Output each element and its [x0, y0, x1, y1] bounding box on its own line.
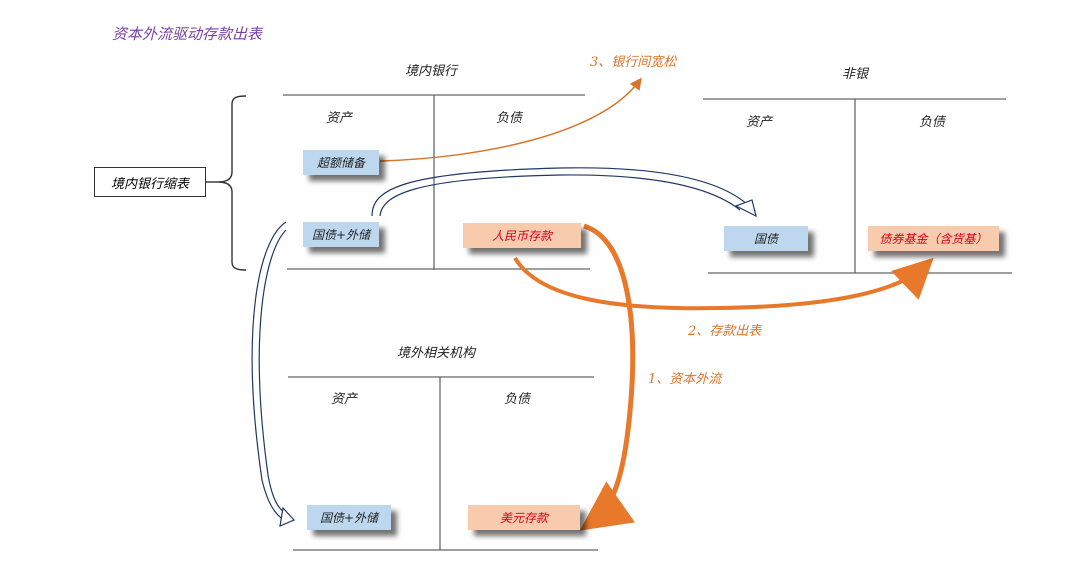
non-bank-title: 非银: [842, 67, 869, 82]
overseas-t-account: [288, 376, 598, 551]
domestic-bank-t-account: [283, 94, 590, 270]
nonbank-bonds-box: 国债: [724, 226, 808, 251]
brace: [217, 95, 247, 271]
arrow-deposit-outflow: [513, 256, 934, 311]
domestic-assets-label: 资产: [326, 111, 353, 126]
domestic-liabilities-label: 负债: [496, 111, 523, 126]
bank-shrink-label: 境内银行缩表: [94, 167, 206, 197]
domestic-bank-title: 境内银行: [405, 64, 458, 79]
non-bank-t-account: [703, 98, 1012, 274]
overseas-bonds-reserves-box: 国债+外储: [307, 505, 391, 530]
step2-label: 2、存款出表: [688, 324, 762, 339]
overseas-assets-label: 资产: [331, 392, 358, 407]
non-bank-assets-label: 资产: [746, 115, 773, 130]
overseas-liabilities-label: 负债: [504, 392, 531, 407]
arrow-capital-outflow: [579, 223, 636, 531]
usd-deposits-box: 美元存款: [468, 505, 580, 530]
bond-fund-box: 债券基金（含货基）: [868, 226, 999, 251]
overseas-title: 境外相关机构: [397, 346, 476, 361]
diagram-title: 资本外流驱动存款出表: [112, 25, 263, 43]
bonds-reserves-box: 国债+外储: [303, 222, 379, 247]
arrow-reserves-to-overseas: [251, 221, 296, 527]
non-bank-liabilities-label: 负债: [919, 115, 946, 130]
excess-reserves-box: 超额储备: [303, 150, 379, 175]
rmb-deposits-box: 人民币存款: [463, 223, 581, 248]
arrow-interbank-easing: [379, 77, 642, 162]
step3-label: 3、银行间宽松: [590, 55, 677, 70]
arrow-bonds-to-nonbank: [371, 167, 757, 218]
step1-label: 1、资本外流: [648, 372, 722, 387]
